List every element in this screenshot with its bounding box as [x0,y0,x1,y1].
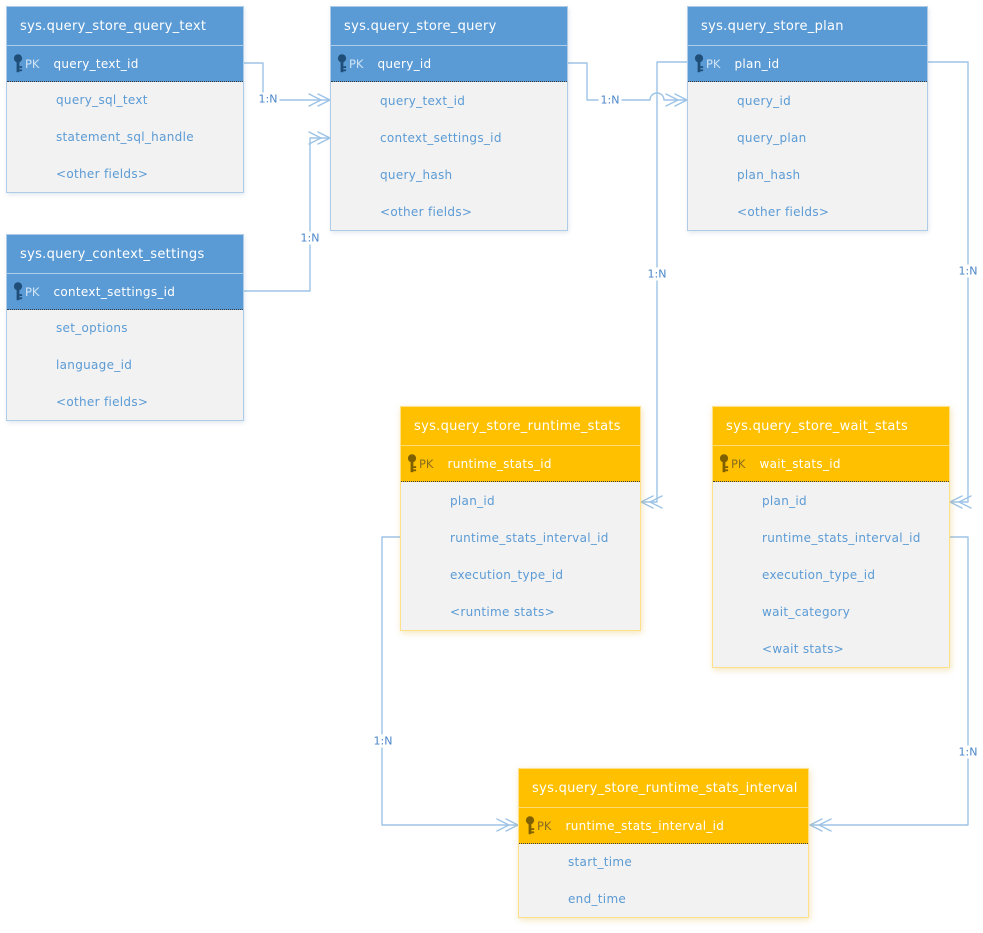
many-side-arrowhead [505,818,519,832]
many-side-arrowhead [958,495,972,509]
pk-label: PK [731,456,746,471]
pk-field-name: runtime_stats_id [447,456,552,471]
field-list: start_time end_time [519,844,808,917]
many-side-arrowhead [949,495,963,509]
primary-key-icon [337,54,349,73]
table-title: sys.query_store_runtime_stats_interval [519,769,808,808]
table-title: sys.query_store_wait_stats [713,407,949,446]
primary-key-row: PK query_id [331,46,567,82]
field-row: execution_type_id [450,567,564,582]
pk-label: PK [25,56,40,71]
field-row: <runtime stats> [450,604,555,619]
field-row: query_plan [737,130,807,145]
many-side-arrowhead [818,818,832,832]
many-side-arrowhead [674,93,688,107]
primary-key-icon [525,816,537,835]
many-side-arrowhead [809,818,823,832]
primary-key-row: PK plan_id [688,46,927,82]
field-row: plan_hash [737,167,801,182]
pk-field-name: runtime_stats_interval_id [565,818,725,833]
field-row: runtime_stats_interval_id [762,530,921,545]
field-list: set_options language_id <other fields> [7,310,243,420]
table-title: sys.query_store_query [331,7,567,46]
field-row: wait_category [762,604,851,619]
many-side-arrowhead [665,93,679,107]
field-row: query_sql_text [56,93,148,108]
cardinality-label: 1:N [645,267,669,281]
primary-key-row: PK query_text_id [7,46,243,82]
cardinality-label: 1:N [256,92,280,106]
field-row: set_options [56,321,128,336]
primary-key-icon [694,54,706,73]
field-row: plan_id [450,493,495,508]
many-side-arrowhead [496,818,510,832]
primary-key-icon [719,454,731,473]
many-side-arrowhead [640,495,654,509]
primary-key-row: PK runtime_stats_interval_id [519,808,808,844]
pk-field-name: wait_stats_id [759,456,841,471]
primary-key-icon [13,282,25,301]
field-row: query_hash [380,167,453,182]
table-title: sys.query_store_plan [688,7,927,46]
pk-field-name: query_id [377,56,432,71]
field-row: start_time [568,855,633,870]
field-list: query_id query_plan plan_hash <other fields… [688,82,927,230]
pk-label: PK [537,818,552,833]
field-row: <wait stats> [762,641,844,656]
cardinality-label: 1:N [956,264,980,278]
cardinality-label: 1:N [956,745,980,759]
many-side-arrowhead [649,495,663,509]
cardinality-label: 1:N [371,734,395,748]
primary-key-icon [407,454,419,473]
field-list: query_sql_text statement_sql_handle <other… [7,82,243,192]
table-title: sys.query_store_runtime_stats [401,407,640,446]
pk-label: PK [419,456,434,471]
many-side-arrowhead [308,93,322,107]
field-row: language_id [56,358,133,372]
primary-key-row: PK runtime_stats_id [401,446,640,482]
field-row: <other fields> [56,166,149,181]
relationship-connector-query_store_query-query_store_plan [567,62,687,101]
cardinality-label: 1:N [598,93,622,107]
field-row: execution_type_id [762,567,876,582]
field-row: <other fields> [737,204,830,219]
pk-field-name: context_settings_id [53,284,176,299]
relationship-connector-query_context_settings-query_store_query [243,137,330,292]
pk-field-name: plan_id [734,56,780,71]
field-row: end_time [568,891,627,906]
field-list: query_text_id context_settings_id query_ha… [331,82,567,230]
field-row: <other fields> [56,394,149,409]
pk-label: PK [349,56,364,71]
many-side-arrowhead [317,93,331,107]
field-row: context_settings_id [380,130,502,145]
many-side-arrowhead [308,131,322,145]
field-list: plan_id runtime_stats_interval_id executio… [713,482,949,667]
field-row: query_text_id [380,93,466,108]
field-row: plan_id [762,493,807,508]
field-row: <other fields> [380,204,473,219]
table-title: sys.query_context_settings [7,235,243,274]
field-row: statement_sql_handle [56,130,194,144]
field-list: plan_id runtime_stats_interval_id executio… [401,482,640,630]
relationship-connector-query_store_plan-query_store_runtime_stats [642,61,688,503]
primary-key-row: PK wait_stats_id [713,446,949,482]
primary-key-icon [13,54,25,73]
field-row: runtime_stats_interval_id [450,530,609,545]
field-row: query_id [737,93,791,108]
cardinality-label: 1:N [298,231,322,245]
table-title: sys.query_store_query_text [7,7,243,46]
pk-label: PK [706,56,721,71]
primary-key-row: PK context_settings_id [7,274,243,310]
pk-label: PK [25,284,40,299]
many-side-arrowhead [317,131,331,145]
pk-field-name: query_text_id [53,56,139,71]
